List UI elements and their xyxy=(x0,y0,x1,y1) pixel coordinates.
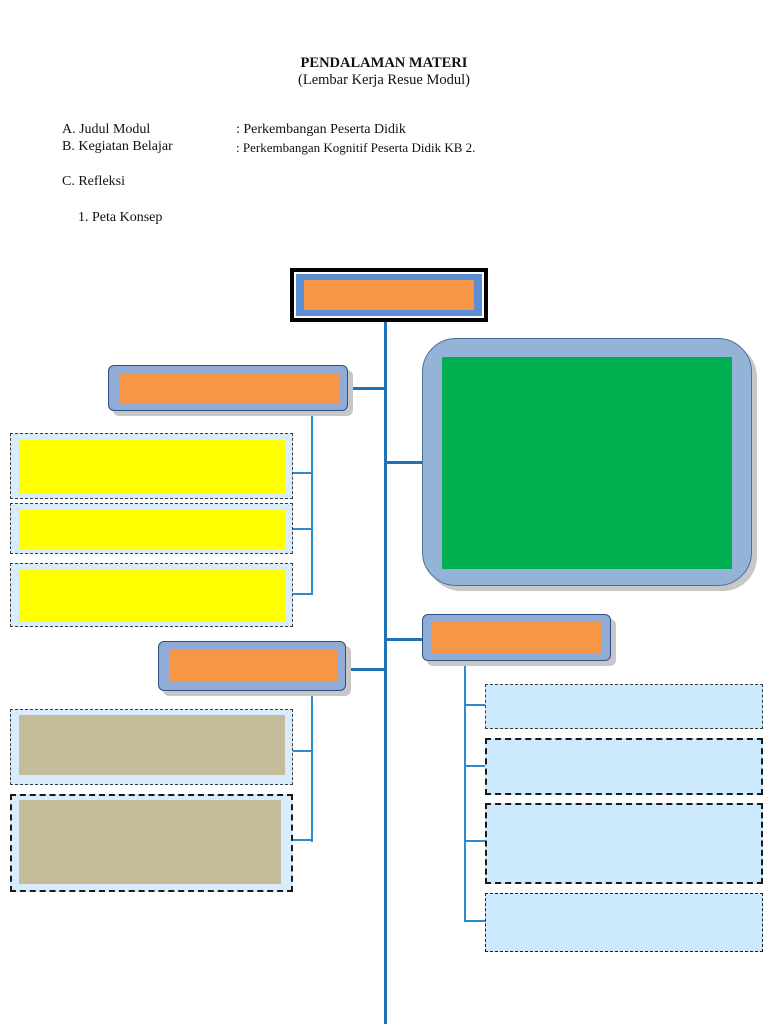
khaki-item-1-fill xyxy=(19,715,285,775)
module-title-label: A. Judul Modul xyxy=(62,122,151,137)
sub-line-yellow-2 xyxy=(292,528,313,530)
root-node-frame xyxy=(294,272,484,318)
document-title: PENDALAMAN MATERI xyxy=(300,55,468,71)
yellow-item-2-fill xyxy=(19,510,285,549)
sub-line-vertical-right xyxy=(464,660,466,922)
yellow-item-2 xyxy=(10,503,293,554)
root-node-fill xyxy=(304,280,474,310)
sub-line-light-3 xyxy=(464,840,486,842)
main-panel-fill xyxy=(442,357,732,569)
sub-line-light-4 xyxy=(464,920,486,922)
sub-line-light-2 xyxy=(464,765,486,767)
sub-line-vertical-left-bottom xyxy=(311,690,313,842)
left-bottom-heading-node xyxy=(158,641,346,691)
khaki-item-2 xyxy=(10,794,293,892)
reflection-heading: C. Refleksi xyxy=(62,174,125,189)
sub-line-khaki-2 xyxy=(292,839,313,841)
yellow-item-1-fill xyxy=(19,440,285,494)
khaki-item-2-fill xyxy=(19,800,281,884)
learning-activity-value: : Perkembangan Kognitif Peserta Didik KB… xyxy=(236,140,476,155)
branch-line-left-bottom xyxy=(346,668,386,671)
yellow-item-3-fill xyxy=(19,570,285,622)
document-subtitle: (Lembar Kerja Resue Modul) xyxy=(298,72,470,88)
right-bottom-heading-fill xyxy=(432,622,601,653)
light-item-1 xyxy=(485,684,763,729)
sub-line-yellow-1 xyxy=(292,472,313,474)
branch-line-right-top xyxy=(386,461,426,464)
sub-line-vertical-left-top xyxy=(311,410,313,595)
right-bottom-heading-node xyxy=(422,614,611,661)
module-title-value: : Perkembangan Peserta Didik xyxy=(236,122,406,137)
left-top-heading-fill xyxy=(119,373,339,403)
yellow-item-1 xyxy=(10,433,293,499)
main-panel xyxy=(422,338,752,586)
sub-line-yellow-3 xyxy=(292,593,313,595)
main-trunk-line xyxy=(384,320,387,1024)
branch-line-left-top xyxy=(348,387,386,390)
root-node xyxy=(290,268,488,322)
branch-line-right-bottom xyxy=(386,638,426,641)
yellow-item-3 xyxy=(10,563,293,627)
light-item-4 xyxy=(485,893,763,952)
concept-map-heading: 1. Peta Konsep xyxy=(78,210,163,225)
sub-line-khaki-1 xyxy=(292,750,313,752)
learning-activity-label: B. Kegiatan Belajar xyxy=(62,139,173,154)
left-top-heading-node xyxy=(108,365,348,411)
left-bottom-heading-fill xyxy=(169,650,337,682)
sub-line-light-1 xyxy=(464,704,486,706)
light-item-2 xyxy=(485,738,763,795)
khaki-item-1 xyxy=(10,709,293,785)
light-item-3 xyxy=(485,803,763,884)
